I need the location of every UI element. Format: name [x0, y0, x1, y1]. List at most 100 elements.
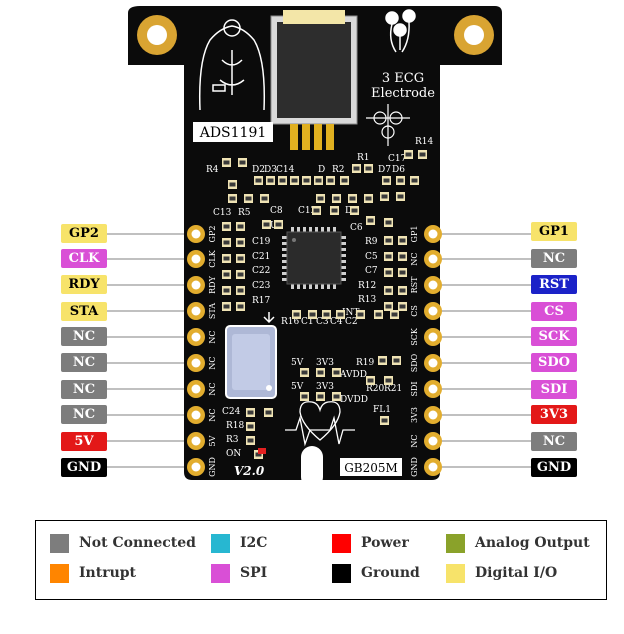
- legend-swatch: [332, 533, 351, 553]
- label-r14: R14: [415, 137, 434, 147]
- label-d2: D2: [252, 165, 265, 175]
- pin-label-left-rdy: RDY: [61, 275, 107, 294]
- header-hole: [428, 410, 438, 420]
- label-int: INT: [342, 308, 359, 318]
- legend-swatch: [50, 533, 69, 553]
- header-hole: [191, 306, 201, 316]
- legend-label: Digital I/O: [475, 565, 558, 581]
- electrodes-graphic: [385, 9, 416, 53]
- pin-label-right-gnd: GND: [531, 458, 577, 477]
- legend-item-intrupt: Intrupt: [50, 563, 136, 583]
- label-c2: C2: [345, 317, 358, 327]
- pin-label-right-nc: NC: [531, 249, 577, 268]
- side-label-right: RST: [410, 276, 419, 294]
- legend-swatch: [332, 563, 351, 583]
- ecg-connector: [270, 10, 358, 150]
- label-r13: R13: [358, 295, 377, 305]
- model-label-box: [340, 458, 402, 476]
- legend-item-digital-i-o: Digital I/O: [446, 563, 557, 583]
- legend-label: Intrupt: [79, 565, 137, 581]
- legend-label: SPI: [240, 565, 268, 581]
- header-hole: [428, 306, 438, 316]
- header-hole: [428, 280, 438, 290]
- label-r18: R18: [226, 421, 245, 431]
- pin-leader-lines: [107, 233, 531, 468]
- label-r3: R3: [226, 435, 239, 445]
- label-r17: R17: [252, 296, 271, 306]
- label-c1: C1: [301, 317, 314, 327]
- side-label-right: NC: [410, 252, 419, 265]
- pin-label-right-nc: NC: [531, 432, 577, 451]
- side-label-right: GND: [410, 457, 419, 477]
- side-label-left: NC: [208, 330, 217, 343]
- header-hole: [428, 229, 438, 239]
- chip-label: ADS1191: [199, 125, 267, 141]
- label-r16: R16: [281, 317, 300, 327]
- legend-item-power: Power: [332, 533, 409, 553]
- header-hole: [428, 384, 438, 394]
- power-led: [258, 448, 266, 454]
- ecg-module-board: 3 ECG Electrode ADS1191 R4 D2 D3 C14 D R…: [107, 6, 531, 480]
- side-label-left: STA: [208, 303, 217, 319]
- header-hole: [191, 280, 201, 290]
- pin-label-left-nc: NC: [61, 327, 107, 346]
- chip-label-box: [193, 122, 273, 142]
- header-hole: [191, 332, 201, 342]
- header-hole: [191, 436, 201, 446]
- label-d6: D6: [392, 165, 405, 175]
- version-label: V2.0: [234, 464, 265, 478]
- legend-item-ground: Ground: [332, 563, 420, 583]
- label-r4: R4: [206, 165, 219, 175]
- header-hole: [428, 462, 438, 472]
- pin-label-right-3v3: 3V3: [531, 405, 577, 424]
- header-pins: [187, 225, 442, 476]
- label-avdd: AVDD: [339, 370, 367, 380]
- side-label-left: RDY: [208, 275, 217, 293]
- pin-label-right-sdo: SDO: [531, 353, 577, 372]
- label-r19: R19: [356, 358, 375, 368]
- side-label-right: SDI: [410, 381, 419, 396]
- label-c12: C12: [298, 206, 316, 216]
- label-r21: R21: [384, 384, 402, 394]
- electrode-symbol-icon: [366, 104, 410, 146]
- mounting-hole-right: [454, 15, 494, 55]
- header-hole: [428, 332, 438, 342]
- side-label-right: CS: [410, 305, 419, 317]
- label-c3: C3: [316, 317, 329, 327]
- label-on: ON: [226, 449, 241, 459]
- header-hole: [428, 358, 438, 368]
- header-hole: [191, 462, 201, 472]
- header-hole: [191, 410, 201, 420]
- header-hole: [191, 384, 201, 394]
- pin-label-left-sta: STA: [61, 302, 107, 321]
- label-r20: R20: [366, 384, 385, 394]
- label-r9: R9: [365, 237, 378, 247]
- label-c23: C23: [252, 281, 271, 291]
- pin-label-left-gp2: GP2: [61, 224, 107, 243]
- smd-components: [222, 150, 427, 459]
- side-label-left: CLK: [208, 249, 217, 267]
- label-c17: C17: [388, 154, 407, 164]
- side-label-left: NC: [208, 408, 217, 421]
- header-hole: [428, 436, 438, 446]
- label-c8: C8: [270, 206, 283, 216]
- header-hole: [191, 254, 201, 264]
- label-d: D: [318, 165, 325, 175]
- pin-label-left-gnd: GND: [61, 458, 107, 477]
- label-r12: R12: [358, 281, 376, 291]
- legend-swatch: [446, 563, 465, 583]
- label-c7: C7: [365, 266, 378, 276]
- label-3v3-a: 3V3: [316, 358, 334, 368]
- label-r1: R1: [357, 153, 370, 163]
- body-outline-graphic: [198, 19, 266, 111]
- label-c5: C5: [365, 252, 378, 262]
- side-label-left: 5V: [208, 435, 217, 446]
- side-label-right: GP1: [410, 226, 419, 243]
- legend-swatch: [446, 533, 465, 553]
- label-d3: D3: [264, 165, 277, 175]
- legend-label: Analog Output: [475, 535, 590, 551]
- pin-label-left-nc: NC: [61, 380, 107, 399]
- side-label-right: SDO: [410, 353, 419, 372]
